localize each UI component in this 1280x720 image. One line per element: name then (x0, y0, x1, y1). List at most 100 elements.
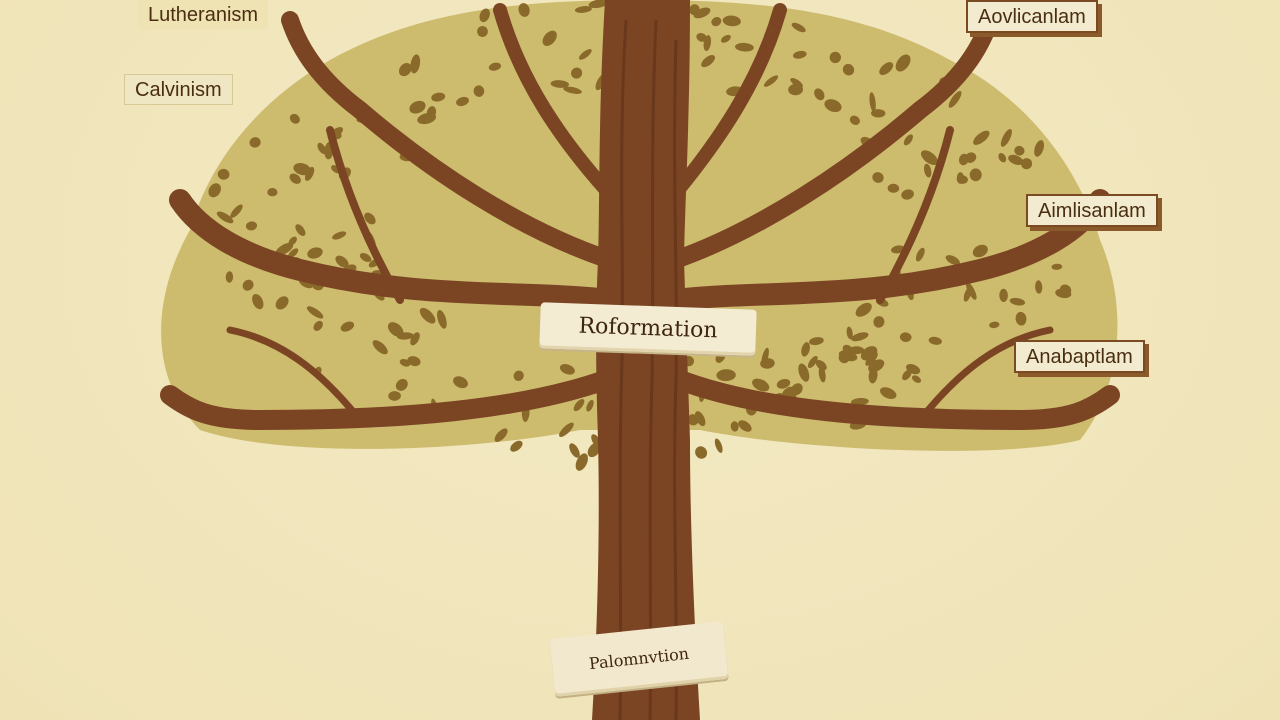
leaf (720, 34, 731, 43)
branch-label-aovlicanlam: Aovlicanlam (966, 0, 1098, 33)
tree-branch (663, 3, 787, 207)
leaf (317, 142, 327, 154)
leaf (574, 6, 592, 13)
leaf (313, 320, 323, 331)
leaf (887, 183, 900, 193)
leaf (879, 62, 894, 76)
leaf (332, 231, 347, 240)
leaf (395, 378, 408, 391)
leaf (217, 168, 230, 180)
tree-branch (670, 370, 1120, 431)
leaf (855, 302, 872, 317)
leaf (716, 369, 736, 382)
leaf (437, 309, 447, 329)
tree-branch (493, 3, 622, 207)
leaf (216, 211, 234, 224)
leaf (846, 326, 853, 340)
leaf (695, 446, 708, 459)
leaf (1055, 288, 1072, 299)
leaf (989, 321, 1000, 329)
leaf (1035, 280, 1043, 294)
leaf (815, 359, 827, 371)
leaf (694, 411, 706, 427)
leaf (869, 92, 876, 112)
leaf (814, 88, 825, 101)
leaf (809, 337, 824, 346)
leaf (735, 42, 754, 52)
leaf (267, 188, 278, 197)
leaf (902, 369, 912, 381)
leaf (998, 152, 1007, 163)
leaf (242, 279, 254, 291)
tree-branch (160, 370, 615, 431)
leaf (426, 106, 437, 119)
leaf (288, 248, 299, 259)
leaf (871, 109, 886, 118)
leaf (364, 212, 376, 225)
trunk (592, 0, 700, 720)
leaf (791, 22, 806, 33)
branch-label-aimlisanlam: Aimlisanlam (1026, 194, 1158, 227)
leaf (245, 221, 258, 231)
leaf (696, 33, 707, 42)
leaf (289, 173, 301, 184)
leaf (573, 399, 585, 412)
tree-branch (876, 126, 954, 304)
leaf (225, 271, 234, 283)
leaf (945, 255, 960, 266)
leaf (901, 189, 914, 200)
leaf (398, 63, 412, 77)
leaf (409, 100, 426, 114)
tree-branch (169, 189, 621, 311)
leaf (372, 340, 388, 355)
branches (160, 3, 1120, 431)
tree-branch (281, 11, 619, 269)
branch-label-lutheranism: Lutheranism (138, 0, 269, 29)
leaf (693, 7, 711, 19)
leaf (873, 316, 885, 328)
leaf (842, 63, 855, 76)
leaf (711, 16, 722, 27)
leaf (849, 115, 860, 125)
leaf (1051, 263, 1063, 270)
leaf (972, 244, 988, 258)
leaf (335, 255, 349, 268)
leaf (1021, 158, 1033, 170)
leaf (851, 397, 869, 406)
leaf (903, 134, 913, 146)
leaf (829, 51, 841, 64)
leaf (275, 242, 294, 256)
leaf (791, 383, 803, 396)
leaf (879, 387, 897, 399)
leaf (730, 421, 739, 432)
leaf (477, 26, 488, 37)
leaf (295, 224, 306, 236)
leaf (920, 150, 938, 165)
leaf (588, 0, 608, 9)
leaf (559, 422, 574, 437)
leaf (701, 54, 715, 68)
tree-branch (226, 326, 364, 424)
leaf (915, 247, 925, 262)
leaf (851, 332, 869, 342)
leaf (494, 428, 508, 442)
leaf (872, 172, 884, 183)
leaf (911, 375, 922, 383)
leaf (571, 67, 583, 79)
leaf (293, 163, 311, 176)
leaf (586, 399, 594, 412)
tree-branch (916, 326, 1054, 424)
leaf (838, 350, 858, 362)
leaf (550, 80, 569, 88)
leaf (249, 137, 261, 148)
leaf (275, 296, 289, 310)
tree-branch (666, 11, 999, 269)
leaf (969, 168, 982, 182)
leaf (818, 366, 826, 383)
leaf (559, 364, 575, 375)
trunk-grain (618, 19, 678, 720)
leaf (410, 332, 420, 346)
tree-branch (326, 126, 404, 304)
leaf (860, 346, 878, 361)
